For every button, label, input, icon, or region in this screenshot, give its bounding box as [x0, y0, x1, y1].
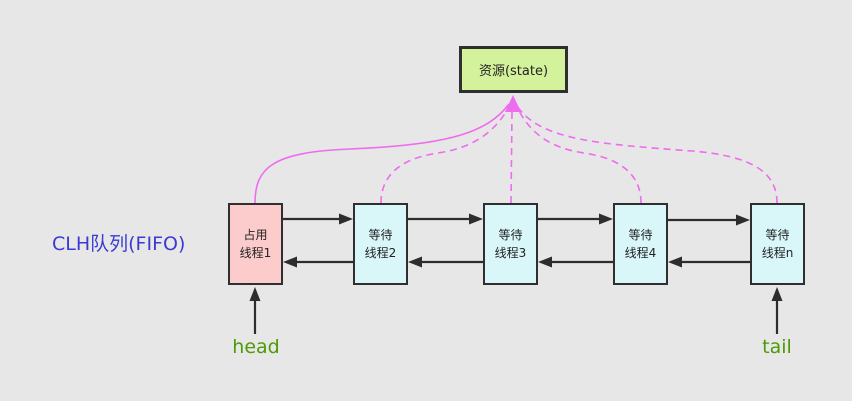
resource-state-box: 资源(state): [459, 46, 568, 93]
next-arrow-2-3-tip: [469, 213, 483, 225]
head-pointer-label: head: [232, 336, 280, 358]
head-pointer-arrow-tip: [249, 287, 261, 301]
prev-arrow-4-3-tip: [538, 256, 552, 268]
next-arrow-1-2-tip: [339, 213, 353, 225]
queue-node-waiting-thread3: 等待 线程3: [483, 203, 538, 285]
resource-link-noden-dashed: [516, 105, 778, 204]
diagram-title: CLH队列(FIFO): [52, 233, 186, 255]
queue-node-waiting-threadn: 等待 线程n: [750, 203, 805, 285]
resource-link-node2-dashed: [380, 104, 511, 204]
tail-pointer-arrow-tip: [771, 287, 783, 301]
resource-link-node4-dashed: [515, 104, 642, 204]
resource-link-node1-solid: [254, 103, 510, 204]
next-arrow-3-4-tip: [599, 213, 613, 225]
queue-node-waiting-thread4: 等待 线程4: [613, 203, 668, 285]
resource-arrowhead-icon: [505, 95, 521, 112]
tail-pointer-label: tail: [762, 336, 792, 358]
resource-link-node3-dashed: [510, 111, 513, 204]
next-arrow-4-n-tip: [736, 214, 750, 226]
resource-state-label: 资源(state): [478, 64, 549, 79]
prev-arrow-n-4-tip: [668, 256, 682, 268]
queue-node-occupied-thread1: 占用 线程1: [228, 203, 283, 285]
queue-node-waiting-thread2: 等待 线程2: [353, 203, 408, 285]
prev-arrow-2-1-tip: [283, 256, 297, 268]
prev-arrow-3-2-tip: [408, 256, 422, 268]
